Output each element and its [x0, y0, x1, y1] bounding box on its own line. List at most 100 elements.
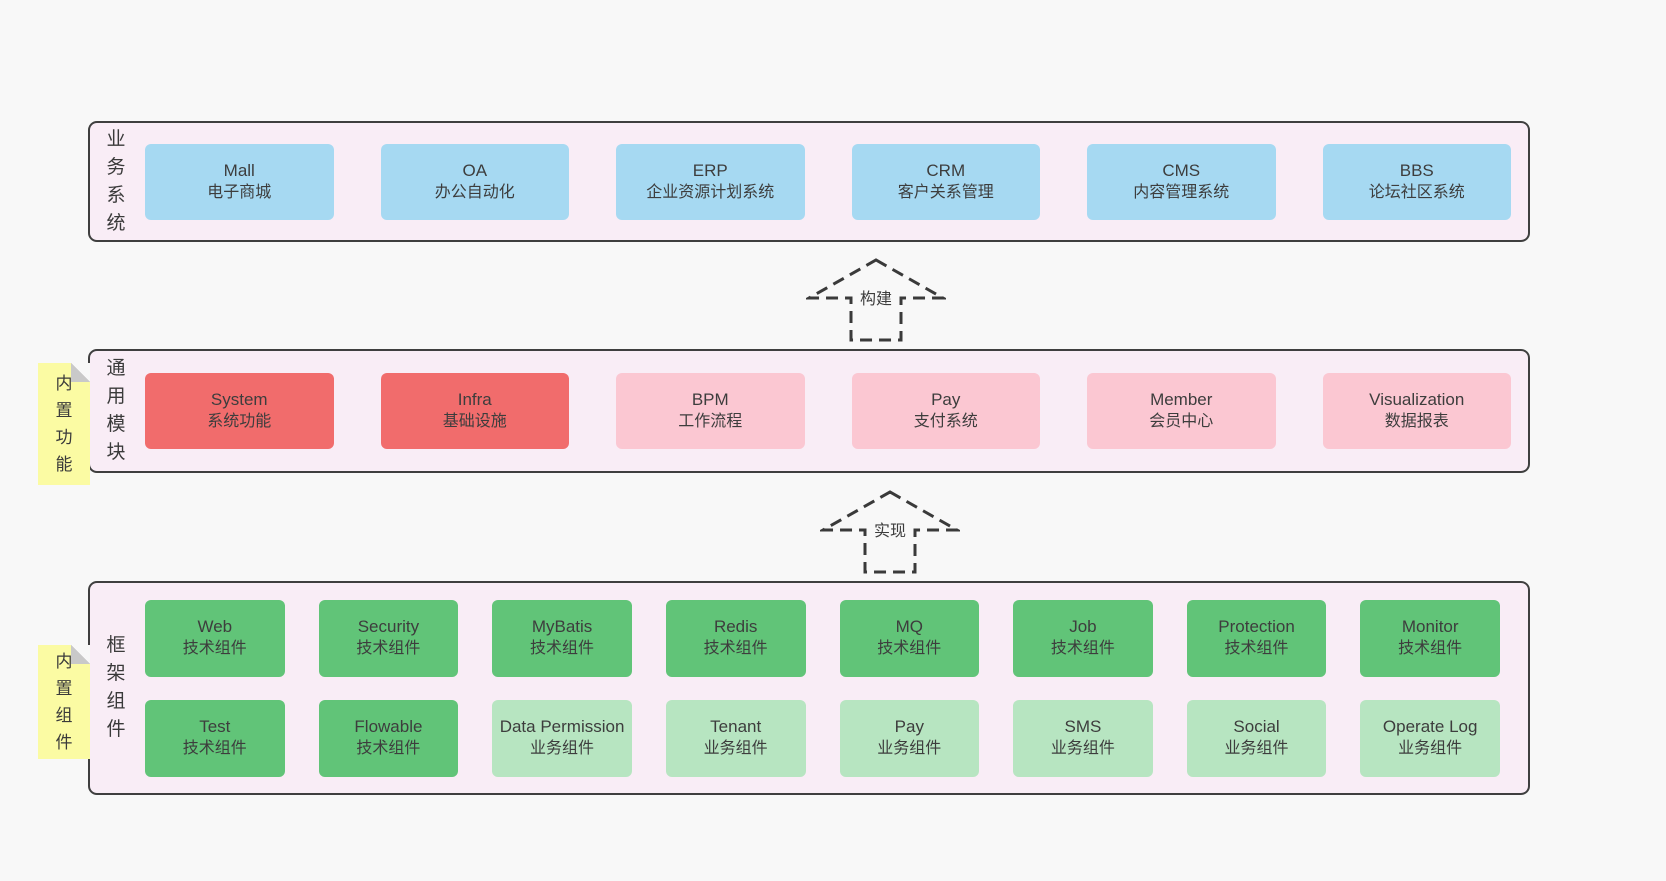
box-subtitle: 工作流程	[678, 413, 743, 430]
box-subtitle: 内容管理系统	[1133, 183, 1230, 201]
box-title: Visualization	[1369, 390, 1465, 409]
box-subtitle: 办公自动化	[434, 183, 515, 201]
box-title: Tenant	[710, 717, 762, 736]
box-title: SMS	[1064, 717, 1102, 736]
arrow-label: 构建	[856, 290, 896, 310]
box-visualization: Visualization 数据报表	[1322, 373, 1511, 449]
box-subtitle: 企业资源计划系统	[646, 183, 775, 201]
box-infra: Infra 基础设施	[380, 373, 569, 449]
section-common-modules: 通用模块 System 系统功能 Infra 基础设施 BPM 工作流程 Pay…	[88, 349, 1530, 473]
box-subtitle: 数据报表	[1384, 413, 1449, 430]
box-title: CRM	[926, 160, 966, 180]
box-subtitle: 技术组件	[1224, 640, 1289, 657]
arrow-label: 实现	[870, 522, 910, 542]
sticky-text: 内置功能	[55, 374, 73, 474]
box-title: Job	[1069, 617, 1097, 636]
box-operate-log: Operate Log 业务组件	[1360, 699, 1500, 777]
box-job: Job 技术组件	[1013, 599, 1153, 677]
box-title: BPM	[691, 390, 729, 409]
box-cms: CMS 内容管理系统	[1087, 143, 1276, 220]
box-member: Member 会员中心	[1087, 373, 1276, 449]
box-title: CMS	[1162, 160, 1201, 180]
box-oa: OA 办公自动化	[380, 143, 569, 220]
up-arrow-icon	[806, 258, 946, 342]
box-title: MyBatis	[531, 617, 593, 636]
section-label-text: 框架组件	[106, 635, 126, 740]
box-subtitle: 技术组件	[1398, 640, 1463, 657]
box-mybatis: MyBatis 技术组件	[492, 599, 632, 677]
box-sms: SMS 业务组件	[1013, 699, 1153, 777]
up-arrow-icon	[820, 490, 960, 574]
arrow-build: 构建	[806, 257, 946, 343]
section-label-components: 框架组件	[98, 583, 134, 793]
modules-boxes-row: System 系统功能 Infra 基础设施 BPM 工作流程 Pay 支付系统…	[145, 351, 1511, 471]
box-data-permission: Data Permission 业务组件	[492, 699, 632, 777]
box-subtitle: 技术组件	[356, 640, 421, 657]
box-system: System 系统功能	[145, 373, 334, 449]
box-subtitle: 电子商城	[207, 183, 272, 201]
box-title: Member	[1150, 390, 1213, 409]
section-label-business: 业务系统	[98, 123, 134, 240]
box-pay-module: Pay 支付系统	[851, 373, 1040, 449]
box-title: Pay	[894, 717, 924, 736]
box-web: Web 技术组件	[145, 599, 285, 677]
sticky-note-builtin-components: 内置组件	[38, 645, 90, 759]
section-business-systems: 业务系统 Mall 电子商城 OA 办公自动化 ERP 企业资源计划系统 CRM…	[88, 121, 1530, 242]
sticky-note-builtin-features: 内置功能	[38, 363, 90, 485]
box-subtitle: 论坛社区系统	[1368, 183, 1465, 201]
box-title: MQ	[895, 617, 923, 636]
box-title: Data Permission	[499, 717, 625, 736]
box-protection: Protection 技术组件	[1186, 599, 1327, 677]
box-subtitle: 系统功能	[207, 413, 272, 430]
section-label-text: 通用模块	[106, 358, 126, 463]
box-title: Mall	[223, 160, 255, 180]
section-framework-components: 框架组件 Web 技术组件 Security 技术组件 MyBatis 技术组件…	[88, 581, 1530, 795]
box-subtitle: 技术组件	[877, 640, 942, 657]
box-title: Protection	[1218, 617, 1295, 636]
box-title: Operate Log	[1382, 717, 1478, 736]
box-security: Security 技术组件	[318, 599, 459, 677]
box-title: Flowable	[354, 717, 423, 736]
box-flowable: Flowable 技术组件	[318, 699, 459, 777]
box-social: Social 业务组件	[1186, 699, 1327, 777]
box-subtitle: 业务组件	[1224, 740, 1289, 757]
box-subtitle: 会员中心	[1149, 413, 1214, 430]
box-title: OA	[462, 160, 488, 180]
box-title: System	[210, 390, 268, 409]
box-subtitle: 客户关系管理	[897, 183, 994, 201]
box-erp: ERP 企业资源计划系统	[616, 143, 805, 220]
box-bpm: BPM 工作流程	[616, 373, 805, 449]
box-title: Monitor	[1401, 617, 1459, 636]
box-subtitle: 业务组件	[1398, 740, 1463, 757]
box-monitor: Monitor 技术组件	[1360, 599, 1500, 677]
box-title: Test	[199, 717, 231, 736]
box-pay-component: Pay 业务组件	[839, 699, 980, 777]
box-subtitle: 技术组件	[703, 640, 768, 657]
box-subtitle: 基础设施	[442, 413, 507, 430]
box-title: Redis	[713, 617, 758, 636]
box-redis: Redis 技术组件	[665, 599, 806, 677]
arrow-implement: 实现	[820, 489, 960, 575]
box-subtitle: 技术组件	[182, 640, 247, 657]
box-subtitle: 业务组件	[703, 740, 768, 757]
box-title: ERP	[692, 160, 728, 180]
components-boxes-grid: Web 技术组件 Security 技术组件 MyBatis 技术组件 Redi…	[145, 583, 1500, 793]
box-crm: CRM 客户关系管理	[851, 143, 1040, 220]
box-test: Test 技术组件	[145, 699, 285, 777]
box-subtitle: 业务组件	[877, 740, 942, 757]
box-subtitle: 技术组件	[1050, 640, 1115, 657]
sticky-text: 内置组件	[55, 652, 73, 752]
box-title: Infra	[457, 390, 492, 409]
box-title: BBS	[1399, 160, 1434, 180]
box-subtitle: 业务组件	[1050, 740, 1115, 757]
box-mq: MQ 技术组件	[839, 599, 980, 677]
business-boxes-row: Mall 电子商城 OA 办公自动化 ERP 企业资源计划系统 CRM 客户关系…	[145, 123, 1511, 240]
box-subtitle: 技术组件	[530, 640, 595, 657]
box-mall: Mall 电子商城	[145, 143, 334, 220]
box-subtitle: 技术组件	[356, 740, 421, 757]
section-label-modules: 通用模块	[98, 351, 134, 471]
box-subtitle: 业务组件	[530, 740, 595, 757]
box-subtitle: 技术组件	[182, 740, 247, 757]
box-title: Pay	[931, 390, 961, 409]
